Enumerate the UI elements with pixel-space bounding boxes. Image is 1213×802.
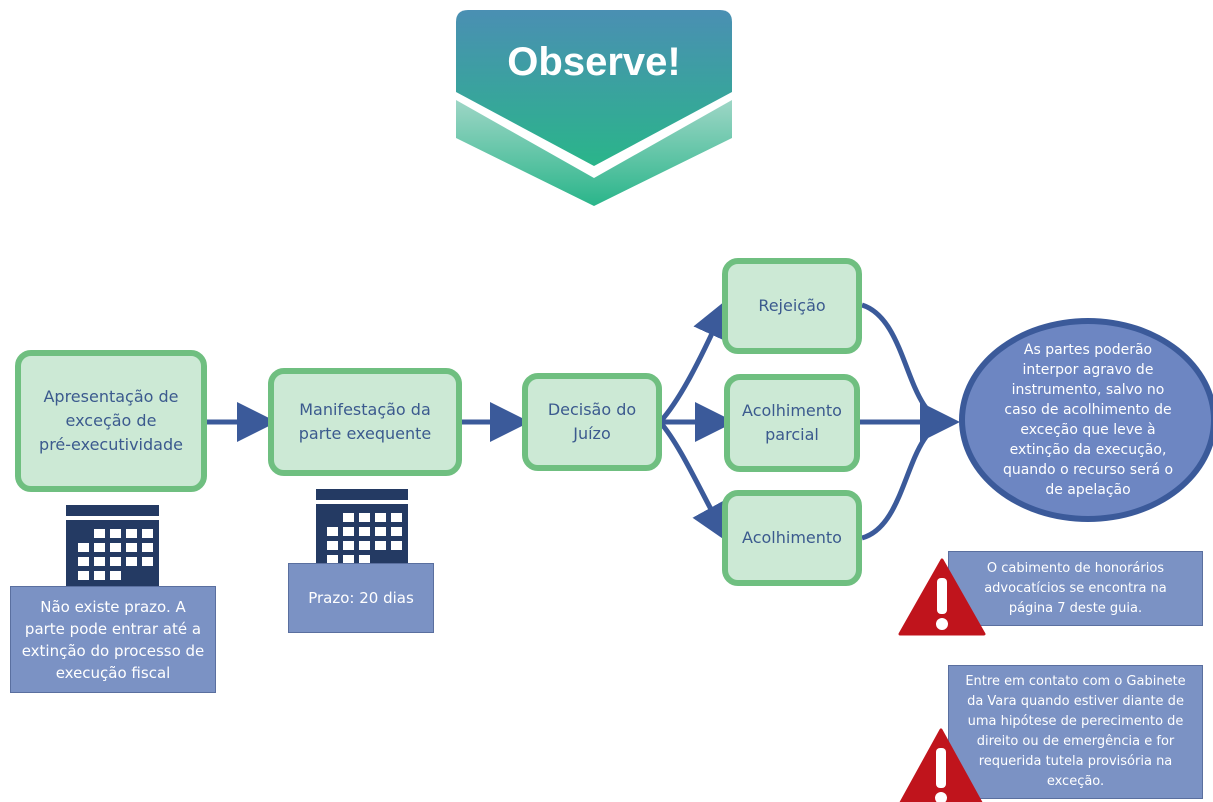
- note-prazo-20-dias-text: Prazo: 20 dias: [308, 589, 414, 607]
- recurso-circle-text: As partes poderão interpor agravo de ins…: [1002, 342, 1174, 498]
- node-manifestacao-label: Manifestação da parte exequente: [298, 400, 432, 443]
- note-nao-existe-prazo-text: Não existe prazo. A parte pode entrar at…: [21, 597, 205, 682]
- node-manifestacao: Manifestação da parte exequente: [268, 368, 462, 476]
- node-acolhimento-label: Acolhimento: [742, 528, 842, 547]
- node-decisao-label: Decisão do Juízo: [547, 400, 637, 443]
- warning-icon: [898, 558, 986, 636]
- note-gabinete-text: Entre em contato com o Gabinete da Vara …: [965, 674, 1186, 789]
- banner-title: Observe!: [507, 40, 681, 84]
- arrow-decisao-acolhimento: [658, 420, 730, 544]
- connector-acolhimento-circle: [861, 419, 951, 541]
- connector-rejeicao-circle: [861, 302, 951, 425]
- node-apresentacao: Apresentação de exceção de pré-executivi…: [15, 350, 207, 492]
- warning-icon: [899, 728, 983, 802]
- node-decisao: Decisão do Juízo: [522, 373, 662, 471]
- node-acolhimento: Acolhimento: [722, 490, 862, 586]
- observe-banner: [456, 10, 732, 206]
- calendar-icon: [66, 505, 159, 598]
- note-gabinete: Entre em contato com o Gabinete da Vara …: [948, 665, 1203, 799]
- node-rejeicao-label: Rejeição: [758, 296, 826, 315]
- note-honorarios-text: O cabimento de honorários advocatícios s…: [984, 560, 1167, 616]
- note-prazo-20-dias: Prazo: 20 dias: [288, 563, 434, 633]
- node-acolhimento-parcial: Acolhimento parcial: [724, 374, 860, 472]
- node-rejeicao: Rejeição: [722, 258, 862, 354]
- note-honorarios: O cabimento de honorários advocatícios s…: [948, 551, 1203, 626]
- node-acolhimento-parcial-label: Acolhimento parcial: [742, 401, 842, 444]
- note-nao-existe-prazo: Não existe prazo. A parte pode entrar at…: [10, 586, 216, 693]
- node-apresentacao-label: Apresentação de exceção de pré-executivi…: [39, 387, 183, 454]
- arrow-decisao-rejeicao: [658, 298, 730, 424]
- recurso-circle: As partes poderão interpor agravo de ins…: [959, 318, 1213, 522]
